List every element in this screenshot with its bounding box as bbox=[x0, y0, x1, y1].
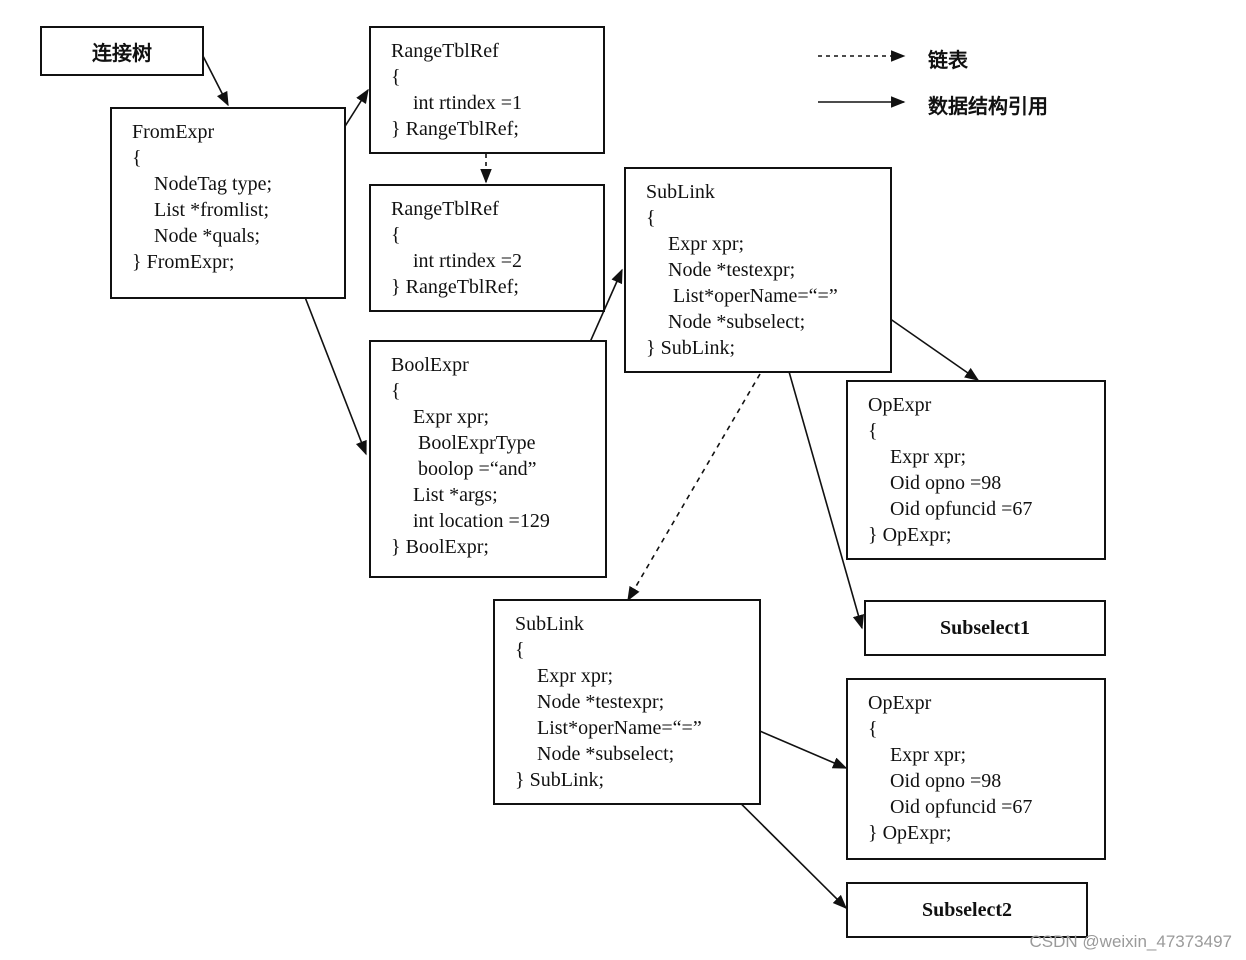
boolexpr-title: BoolExpr bbox=[391, 354, 469, 376]
fromexpr-open: { bbox=[132, 147, 142, 169]
legend-struct-ref-label: 数据结构引用 bbox=[928, 94, 1048, 118]
sublink-2-field-subselect: Node *subselect; bbox=[537, 743, 675, 765]
rangetblref-1-field-rtindex: int rtindex =1 bbox=[413, 92, 523, 114]
boolexpr-field-location: int location =129 bbox=[413, 510, 550, 532]
subselect-1-node: Subselect1 bbox=[864, 600, 1106, 656]
edge-sublink1-subselect-to-subselect1 bbox=[779, 339, 864, 630]
sublink-1-close: } SubLink; bbox=[646, 337, 736, 359]
opexpr-2-title: OpExpr bbox=[868, 692, 932, 714]
rangetblref-2-field-rtindex: int rtindex =2 bbox=[413, 250, 523, 272]
sublink-1-field-subselect: Node *subselect; bbox=[668, 311, 806, 333]
opexpr-1-open: { bbox=[868, 420, 878, 442]
boolexpr-field-xpr: Expr xpr; bbox=[413, 406, 490, 428]
opexpr-1-close: } OpExpr; bbox=[868, 524, 952, 546]
opexpr-2-close: } OpExpr; bbox=[868, 822, 952, 844]
sublink-2-title: SubLink bbox=[515, 613, 584, 635]
fromexpr-close: } FromExpr; bbox=[132, 251, 235, 273]
legend-linked-list-label: 链表 bbox=[928, 48, 968, 72]
rangetblref-2-close: } RangeTblRef; bbox=[391, 276, 519, 298]
opexpr-2-open: { bbox=[868, 718, 878, 740]
sublink-2-close: } SubLink; bbox=[515, 769, 605, 791]
root-node: 连接树 bbox=[40, 26, 204, 76]
opexpr-2-node: OpExpr { Expr xpr; Oid opno =98 Oid opfu… bbox=[846, 678, 1106, 860]
opexpr-1-field-opno: Oid opno =98 bbox=[890, 472, 1002, 494]
edge-sublink1-to-sublink2 bbox=[627, 373, 761, 602]
fromexpr-node: FromExpr { NodeTag type; List *fromlist;… bbox=[110, 107, 346, 299]
sublink-1-node: SubLink { Expr xpr; Node *testexpr; List… bbox=[624, 167, 892, 373]
sublink-2-open: { bbox=[515, 639, 525, 661]
opexpr-1-field-opfuncid: Oid opfuncid =67 bbox=[890, 498, 1033, 520]
sublink-1-field-testexpr: Node *testexpr; bbox=[668, 259, 796, 281]
opexpr-2-field-opfuncid: Oid opfuncid =67 bbox=[890, 796, 1033, 818]
opexpr-2-field-opno: Oid opno =98 bbox=[890, 770, 1002, 792]
boolexpr-close: } BoolExpr; bbox=[391, 536, 489, 558]
sublink-2-field-xpr: Expr xpr; bbox=[537, 665, 614, 687]
opexpr-1-field-xpr: Expr xpr; bbox=[890, 446, 967, 468]
sublink-2-node: SubLink { Expr xpr; Node *testexpr; List… bbox=[493, 599, 761, 805]
boolexpr-node: BoolExpr { Expr xpr; BoolExprType boolop… bbox=[369, 340, 607, 578]
rangetblref-1-close: } RangeTblRef; bbox=[391, 118, 519, 140]
fromexpr-field-type: NodeTag type; bbox=[154, 173, 273, 195]
fromexpr-title: FromExpr bbox=[132, 121, 215, 143]
sublink-1-open: { bbox=[646, 207, 656, 229]
sublink-1-field-opername: List*operName=“=” bbox=[668, 285, 838, 307]
opexpr-1-title: OpExpr bbox=[868, 394, 932, 416]
opexpr-2-field-xpr: Expr xpr; bbox=[890, 744, 967, 766]
root-node-label: 连接树 bbox=[92, 40, 152, 65]
sublink-1-title: SubLink bbox=[646, 181, 715, 203]
rangetblref-1-title: RangeTblRef bbox=[391, 40, 499, 62]
fromexpr-field-quals: Node *quals; bbox=[154, 225, 261, 247]
watermark: CSDN @weixin_47373497 bbox=[1029, 932, 1232, 951]
subselect-2-label: Subselect2 bbox=[922, 898, 1012, 921]
opexpr-1-node: OpExpr { Expr xpr; Oid opno =98 Oid opfu… bbox=[846, 380, 1106, 560]
rangetblref-1-node: RangeTblRef { int rtindex =1 } RangeTblR… bbox=[369, 26, 605, 154]
boolexpr-field-boolop: boolop =“and” bbox=[413, 458, 537, 480]
boolexpr-field-args: List *args; bbox=[413, 484, 498, 506]
subselect-1-label: Subselect1 bbox=[940, 616, 1030, 639]
subselect-2-node: Subselect2 bbox=[846, 882, 1088, 938]
fromexpr-field-fromlist: List *fromlist; bbox=[154, 199, 269, 221]
rangetblref-2-title: RangeTblRef bbox=[391, 198, 499, 220]
boolexpr-open: { bbox=[391, 380, 401, 402]
sublink-1-field-xpr: Expr xpr; bbox=[668, 233, 745, 255]
rangetblref-2-open: { bbox=[391, 224, 401, 246]
edge-root-to-fromexpr bbox=[202, 55, 229, 107]
boolexpr-field-type: BoolExprType bbox=[413, 432, 536, 454]
rangetblref-2-node: RangeTblRef { int rtindex =2 } RangeTblR… bbox=[369, 184, 605, 312]
sublink-2-field-testexpr: Node *testexpr; bbox=[537, 691, 665, 713]
rangetblref-1-open: { bbox=[391, 66, 401, 88]
sublink-2-field-opername: List*operName=“=” bbox=[537, 717, 702, 739]
